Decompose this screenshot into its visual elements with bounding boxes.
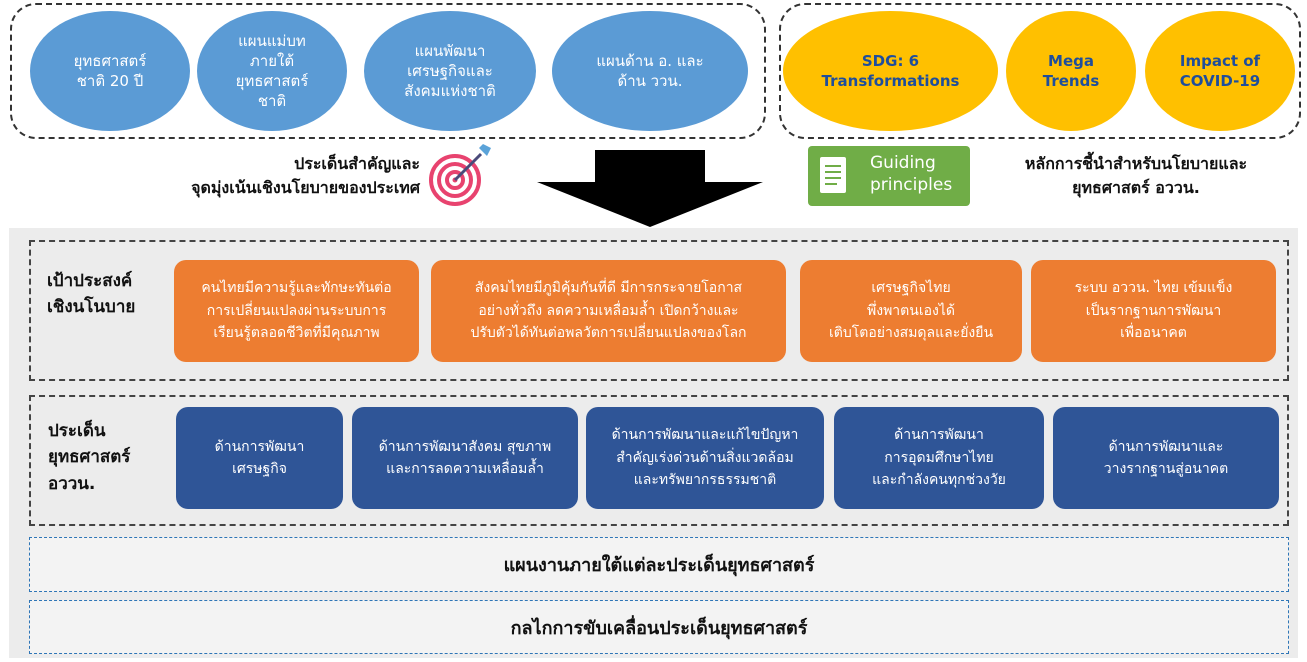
policy-focus-caption: ประเด็นสำคัญและ จุดมุ่งเน้นเชิงนโยบายของ… xyxy=(191,154,420,197)
mechanisms-bar: กลไกการขับเคลื่อนประเด็นยุทธศาสตร์ xyxy=(29,600,1289,654)
policy-objectives-label: เป้าประสงค์ เชิงนโนบาย xyxy=(47,271,136,318)
policy-objectives-row xyxy=(29,240,1289,381)
oval-master-plan: แผนแม่บท ภายใต้ ยุทธศาสตร์ ชาติ xyxy=(197,11,347,131)
guiding-word: Guiding xyxy=(870,153,936,173)
global-factors-group xyxy=(779,3,1301,139)
policy-goal-lifelong-learning: คนไทยมีความรู้และทักษะทันต่อ การเปลี่ยนแ… xyxy=(174,260,419,362)
oval-higher-ed-plan: แผนด้าน อ. และ ด้าน ววน. xyxy=(552,11,748,131)
national-plans-group xyxy=(10,3,766,139)
strategy-environment-resources: ด้านการพัฒนาและแก้ไขปัญหา สำคัญเร่งด่วนด… xyxy=(586,407,824,509)
principles-word: principles xyxy=(870,175,953,195)
oval-economic-social-plan: แผนพัฒนา เศรษฐกิจและ สังคมแห่งชาติ xyxy=(364,11,536,131)
policy-goal-resilient-society: สังคมไทยมีภูมิคุ้มกันที่ดี มีการกระจายโอ… xyxy=(431,260,786,362)
strategy-higher-education-workforce: ด้านการพัฒนา การอุดมศึกษาไทย และกำลังคนท… xyxy=(834,407,1044,509)
down-arrow-icon xyxy=(537,150,763,227)
strategy-economic-development: ด้านการพัฒนา เศรษฐกิจ xyxy=(176,407,343,509)
policy-goal-strong-innovation-system: ระบบ อววน. ไทย เข้มแข็ง เป็นรากฐานการพัฒ… xyxy=(1031,260,1276,362)
strategy-future-foundation: ด้านการพัฒนาและ วางรากฐานสู่อนาคต xyxy=(1053,407,1279,509)
guiding-principles-logo: Guiding principles xyxy=(808,146,970,206)
strategy-social-health-equality: ด้านการพัฒนาสังคม สุขภาพ และการลดความเหล… xyxy=(352,407,578,509)
policy-goal-self-reliant-economy: เศรษฐกิจไทย พึ่งพาตนเองได้ เติบโตอย่างสม… xyxy=(800,260,1022,362)
strategic-issues-label: ประเด็น ยุทธศาสตร์ อววน. xyxy=(48,421,131,494)
strategic-issues-row xyxy=(29,395,1289,526)
programs-bar: แผนงานภายใต้แต่ละประเด็นยุทธศาสตร์ xyxy=(29,537,1289,592)
target-icon xyxy=(429,144,491,206)
oval-national-strategy: ยุทธศาสตร์ ชาติ 20 ปี xyxy=(30,11,190,131)
document-icon xyxy=(820,157,846,193)
guiding-principles-text: Guiding principles xyxy=(870,152,952,196)
guiding-principles-caption: หลักการชี้นำสำหรับนโยบายและ ยุทธศาสตร์ อ… xyxy=(1024,154,1248,197)
oval-covid-impact: Impact of COVID-19 xyxy=(1145,11,1295,131)
oval-mega-trends: Mega Trends xyxy=(1006,11,1136,131)
oval-sdg-transformations: SDG: 6 Transformations xyxy=(783,11,998,131)
